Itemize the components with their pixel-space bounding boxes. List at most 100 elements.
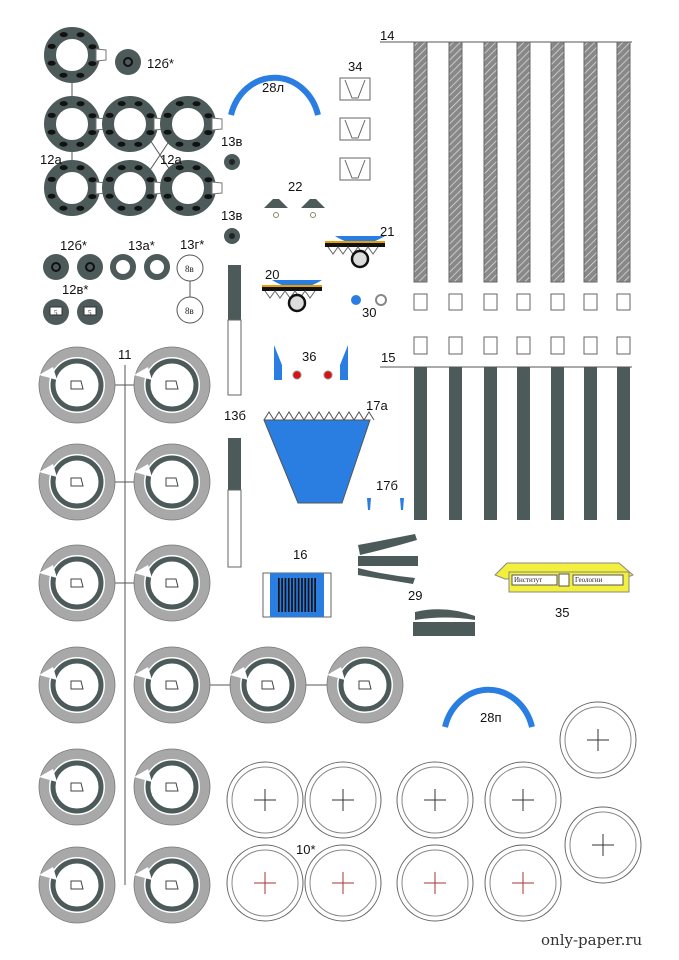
grille-bar bbox=[284, 578, 287, 612]
rim-hole bbox=[105, 112, 114, 118]
disc-mark-5: 5 bbox=[54, 309, 58, 317]
tab-14 bbox=[550, 293, 565, 311]
rim-hole bbox=[134, 101, 143, 107]
disc-plate bbox=[83, 306, 97, 316]
part-36-left bbox=[274, 345, 282, 380]
rim-hole bbox=[146, 130, 155, 136]
glue-tab bbox=[95, 48, 107, 62]
track-strip-15 bbox=[584, 367, 597, 520]
tire-outer bbox=[39, 347, 115, 423]
hub-center bbox=[229, 233, 235, 239]
tire-tab bbox=[70, 477, 84, 487]
label-34: 34 bbox=[348, 59, 362, 74]
track-strip-15 bbox=[414, 367, 427, 520]
tire-outer bbox=[39, 545, 115, 621]
wheel bbox=[287, 293, 307, 313]
grille-bar bbox=[291, 578, 293, 612]
tire-edge bbox=[133, 646, 211, 724]
tire-slit bbox=[134, 464, 152, 477]
grille-bar bbox=[311, 578, 313, 612]
tire-edge bbox=[326, 646, 404, 724]
wheel-disc-inner bbox=[489, 766, 557, 834]
wheel-disc-inner bbox=[564, 706, 632, 774]
disc-mark-5: 5 bbox=[88, 309, 92, 317]
tire-slit bbox=[134, 367, 152, 380]
tire-outer bbox=[327, 647, 403, 723]
rim-hole bbox=[76, 205, 85, 211]
rim-hole bbox=[134, 141, 143, 147]
label-13a: 13а* bbox=[128, 238, 155, 253]
tire-tab bbox=[165, 680, 179, 690]
label-35: 35 bbox=[555, 605, 569, 620]
frame-stripe bbox=[262, 285, 322, 287]
tire-slit bbox=[39, 565, 57, 578]
sign-text-left: Институт bbox=[514, 576, 542, 584]
tire-edge bbox=[133, 544, 211, 622]
center-cross bbox=[332, 789, 354, 811]
rim-hole bbox=[163, 129, 172, 135]
label-10: 10* bbox=[296, 842, 316, 857]
label-14: 14 bbox=[380, 28, 394, 43]
center-cross bbox=[254, 872, 276, 894]
disc-mark-8v: 8в bbox=[185, 264, 194, 274]
track-strip-14 bbox=[516, 41, 531, 283]
tire-outer bbox=[39, 444, 115, 520]
disc-13g bbox=[176, 296, 204, 324]
rim-hole bbox=[47, 193, 56, 199]
strip-13b-dark bbox=[228, 265, 241, 320]
label-30: 30 bbox=[362, 305, 376, 320]
tire-outer bbox=[230, 647, 306, 723]
tab-14 bbox=[483, 293, 498, 311]
rim-hole bbox=[105, 193, 114, 199]
tab-15 bbox=[583, 336, 598, 355]
frame-bar bbox=[325, 242, 385, 247]
rim-hole bbox=[163, 193, 172, 199]
grille-bar bbox=[304, 578, 307, 612]
rim-hole bbox=[134, 205, 143, 211]
label-12b: 12б* bbox=[60, 238, 87, 253]
part-22 bbox=[301, 199, 325, 208]
rim-hole bbox=[105, 176, 114, 182]
tire-slit bbox=[39, 464, 57, 477]
tire-tab bbox=[70, 578, 84, 588]
wheel-disc-inner bbox=[401, 766, 469, 834]
rim-hole bbox=[59, 32, 68, 38]
grille-bar bbox=[307, 578, 310, 612]
glue-tab bbox=[211, 117, 223, 131]
rim-hole bbox=[47, 43, 56, 49]
hub-ring bbox=[144, 254, 170, 280]
rim-hole bbox=[134, 165, 143, 171]
tire-slit bbox=[134, 565, 152, 578]
tire-outer bbox=[39, 749, 115, 825]
bucket-17a bbox=[263, 419, 371, 504]
rim-hole bbox=[204, 113, 213, 119]
part-36-light bbox=[292, 370, 302, 380]
rim-hole bbox=[204, 194, 213, 200]
wheel-disc-inner bbox=[489, 849, 557, 917]
center-cross bbox=[512, 872, 534, 894]
disc-13g bbox=[176, 254, 204, 282]
tire-edge bbox=[229, 646, 307, 724]
dark-rim-ring bbox=[160, 96, 216, 152]
hub-disc bbox=[43, 254, 69, 280]
tire-edge bbox=[133, 748, 211, 826]
rim-hole bbox=[204, 130, 213, 136]
rim-hole bbox=[76, 101, 85, 107]
sign-box-right bbox=[572, 574, 624, 586]
part-29-upper bbox=[358, 534, 418, 584]
grille-bar bbox=[297, 578, 300, 612]
track-strip-15 bbox=[551, 367, 564, 520]
track-strip-14 bbox=[448, 41, 463, 283]
label-16: 16 bbox=[293, 547, 307, 562]
label-17a: 17а bbox=[366, 398, 388, 413]
rim-hole bbox=[47, 129, 56, 135]
wheel-disc-inner bbox=[231, 766, 299, 834]
teeth bbox=[264, 290, 316, 299]
tire-edge bbox=[38, 443, 116, 521]
tire-tab bbox=[165, 782, 179, 792]
hub-ring bbox=[110, 254, 136, 280]
center-cross bbox=[424, 872, 446, 894]
tire-outer bbox=[134, 444, 210, 520]
rim-hole bbox=[76, 32, 85, 38]
